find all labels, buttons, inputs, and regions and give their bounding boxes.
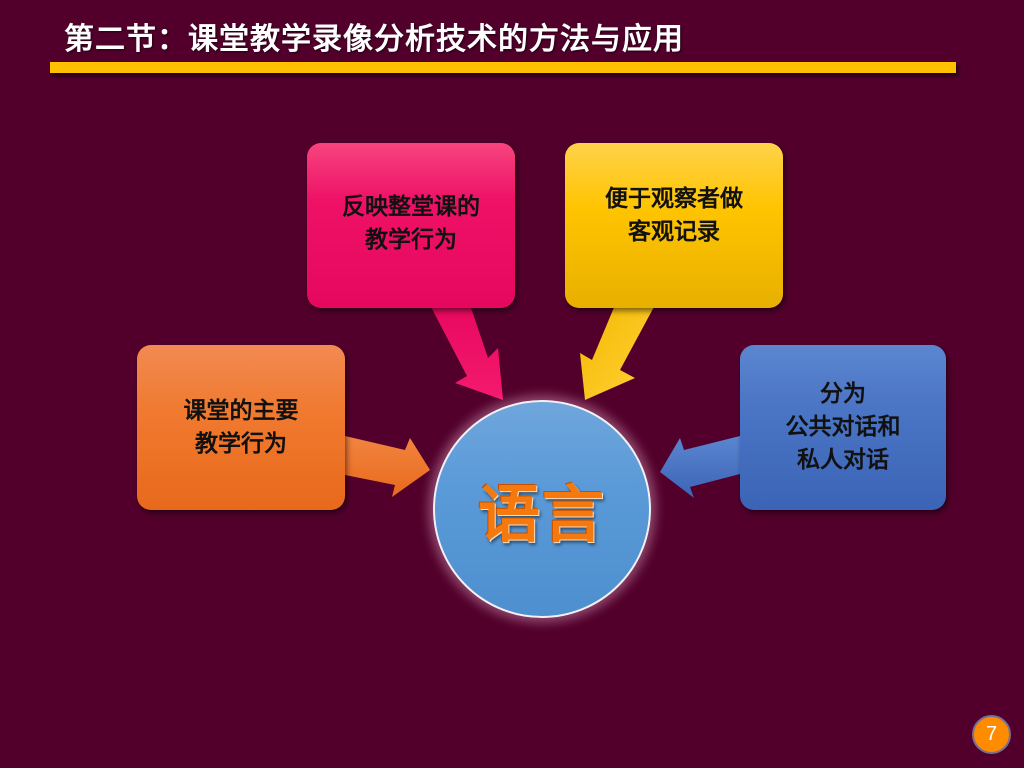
center-circle: 语言 — [433, 400, 651, 618]
box-left: 课堂的主要 教学行为 — [137, 345, 345, 510]
box-left-text: 课堂的主要 教学行为 — [183, 397, 299, 457]
box-top-right: 便于观察者做 客观记录 — [565, 143, 783, 308]
slide-title: 第二节：课堂教学录像分析技术的方法与应用 — [64, 22, 684, 57]
box-right: 分为 公共对话和 私人对话 — [740, 345, 946, 510]
pink-arrow-icon — [430, 305, 503, 400]
title-underline — [50, 62, 956, 73]
box-top-right-text: 便于观察者做 客观记录 — [605, 186, 743, 245]
yellow-arrow-icon — [580, 305, 655, 400]
center-label: 语言 — [477, 478, 606, 551]
orange-arrow-icon — [345, 436, 430, 497]
box-top-left-text: 反映整堂课的 教学行为 — [342, 194, 480, 253]
box-right-text: 分为 公共对话和 私人对话 — [785, 381, 901, 473]
blue-arrow-icon — [660, 436, 740, 498]
page-number-badge: 7 — [972, 715, 1011, 754]
box-top-left: 反映整堂课的 教学行为 — [307, 143, 515, 308]
